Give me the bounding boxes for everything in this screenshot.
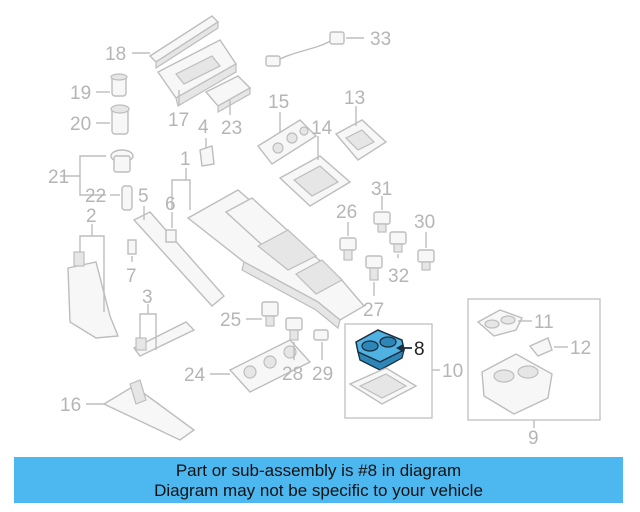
callout-9: 9 — [528, 428, 539, 449]
part-8-cup-holder-insert — [355, 329, 405, 371]
part-7-clip — [127, 239, 137, 255]
callout-25: 25 — [220, 310, 241, 331]
callout-5: 5 — [138, 186, 149, 207]
assembly-box-10 — [344, 323, 433, 419]
callout-4: 4 — [198, 117, 209, 138]
part-10-tray — [348, 367, 418, 405]
callout-1: 1 — [180, 149, 191, 170]
part-18-trim-strip — [148, 15, 220, 70]
part-9-cup-holder-base — [481, 353, 553, 415]
part-14-shift-frame — [278, 155, 352, 207]
part-16-handle — [102, 379, 196, 441]
part-6-clip — [165, 229, 177, 243]
part-3-bracket — [132, 321, 196, 357]
callout-14: 14 — [311, 118, 333, 139]
callout-22: 22 — [85, 186, 106, 207]
part-12-insert — [528, 337, 553, 357]
callout-26: 26 — [336, 202, 357, 223]
callout-18: 18 — [105, 44, 126, 65]
part-27-switch — [365, 255, 383, 281]
part-22-button — [121, 185, 133, 211]
part-28-switch — [285, 317, 303, 341]
part-30-switch — [417, 249, 435, 271]
callout-19: 19 — [70, 83, 91, 104]
part-info-banner: Part or sub-assembly is #8 in diagram Di… — [14, 457, 623, 503]
callout-27: 27 — [363, 300, 384, 321]
part-13-boot — [334, 119, 388, 161]
part-25-switch — [261, 301, 279, 327]
callout-23: 23 — [221, 118, 242, 139]
callout-16: 16 — [60, 395, 81, 416]
callout-24: 24 — [184, 365, 206, 386]
part-23-bracket — [204, 75, 252, 114]
part-1-center-console — [186, 189, 366, 330]
banner-line-2: Diagram may not be specific to your vehi… — [154, 481, 483, 500]
callout-10: 10 — [442, 361, 463, 382]
part-26-switch — [339, 237, 357, 261]
callout-2: 2 — [86, 206, 97, 227]
callout-21: 21 — [48, 167, 69, 188]
part-20-socket — [110, 104, 130, 135]
callout-17: 17 — [168, 110, 189, 131]
part-2-trim — [67, 251, 119, 339]
part-15-switch-panel — [256, 119, 318, 165]
part-21-lighter-socket — [110, 149, 134, 173]
callout-31: 31 — [371, 179, 392, 200]
callout-29: 29 — [312, 364, 333, 385]
part-31-switch — [373, 211, 391, 233]
callout-3: 3 — [142, 287, 153, 308]
callout-33: 33 — [370, 29, 391, 50]
callout-8: 8 — [414, 339, 425, 360]
callout-20: 20 — [70, 114, 91, 135]
callout-30: 30 — [414, 212, 435, 233]
callout-32: 32 — [388, 266, 409, 287]
callout-7: 7 — [126, 266, 137, 287]
callout-15: 15 — [268, 92, 289, 113]
callout-11: 11 — [534, 312, 554, 333]
callout-6: 6 — [165, 194, 176, 215]
callout-28: 28 — [282, 364, 303, 385]
part-11-cup-ring — [476, 309, 523, 337]
part-32-switch — [389, 231, 407, 253]
part-19-plug — [110, 73, 128, 97]
banner-line-1: Part or sub-assembly is #8 in diagram — [175, 461, 462, 480]
part-33-cable — [265, 31, 345, 67]
part-29-switch — [313, 329, 329, 341]
callout-12: 12 — [570, 338, 591, 359]
callout-13: 13 — [344, 88, 365, 109]
part-4-clip — [199, 145, 215, 167]
part-17-panel — [156, 39, 237, 107]
part-24-control-unit — [228, 339, 312, 393]
